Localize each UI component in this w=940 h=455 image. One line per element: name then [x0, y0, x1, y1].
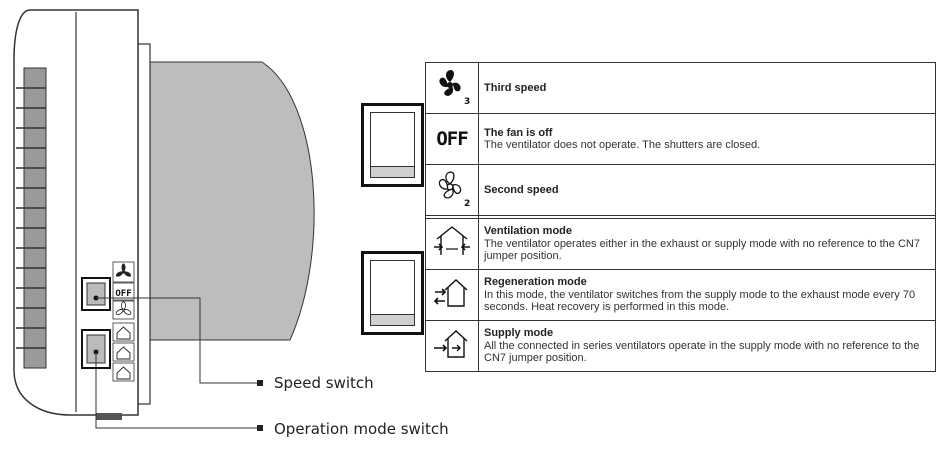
- supply-mode-text: All the connected in series ventilators …: [484, 339, 920, 365]
- unit-off-label: OFF: [115, 289, 131, 299]
- off-icon: OFF: [425, 113, 479, 165]
- table-row: 3 Third speed: [425, 62, 936, 114]
- unit-fan-icon-small-2: [115, 301, 132, 315]
- switch-legend-table: 3 Third speed OFF The fan is off The ven…: [425, 62, 936, 372]
- unit-fan-icon-small: [115, 263, 132, 277]
- mode-switch-leader: [95, 352, 258, 429]
- speed-2-subscript: 2: [464, 199, 470, 208]
- table-row: Regeneration mode In this mode, the vent…: [425, 269, 936, 321]
- table-row: OFF The fan is off The ventilator does n…: [425, 113, 936, 165]
- wall-duct-shape: [146, 61, 315, 341]
- unit-house-icons: [116, 326, 131, 380]
- speed-switch-leader: [96, 297, 258, 384]
- supply-mode-title: Supply mode: [484, 327, 554, 340]
- regeneration-mode-text: In this mode, the ventilator switches fr…: [484, 288, 916, 314]
- ventilation-mode-text: The ventilator operates either in the ex…: [484, 237, 920, 263]
- speed-switch-illustration: [361, 103, 424, 187]
- grille-slats: [16, 87, 46, 349]
- fan-off-text: The ventilator does not operate. The shu…: [484, 139, 761, 151]
- table-row: Supply mode All the connected in series …: [425, 320, 936, 372]
- unit-foot: [96, 413, 122, 420]
- ventilation-mode-title: Ventilation mode: [484, 225, 573, 238]
- unit-speed-switch: [81, 277, 111, 311]
- supply-mode-icon: [425, 320, 479, 372]
- front-grille: [23, 67, 47, 369]
- regeneration-mode-icon: [425, 269, 479, 321]
- back-plate: [137, 43, 151, 405]
- table-row: 2 Second speed: [425, 164, 936, 216]
- fan-off-title: The fan is off: [484, 126, 553, 139]
- regeneration-mode-title: Regeneration mode: [484, 276, 587, 289]
- operation-mode-switch-label: Operation mode switch: [274, 420, 449, 438]
- second-speed-title: Second speed: [484, 183, 559, 196]
- table-row: Ventilation mode The ventilator operates…: [425, 218, 936, 270]
- fan-speed-3-icon: 3: [425, 62, 479, 114]
- fan-speed-2-icon: 2: [425, 164, 479, 216]
- mode-switch-illustration: [361, 251, 424, 335]
- ventilation-mode-icon: [425, 218, 479, 270]
- third-speed-title: Third speed: [484, 81, 547, 94]
- speed-switch-label: Speed switch: [274, 374, 374, 392]
- speed-3-subscript: 3: [464, 97, 470, 106]
